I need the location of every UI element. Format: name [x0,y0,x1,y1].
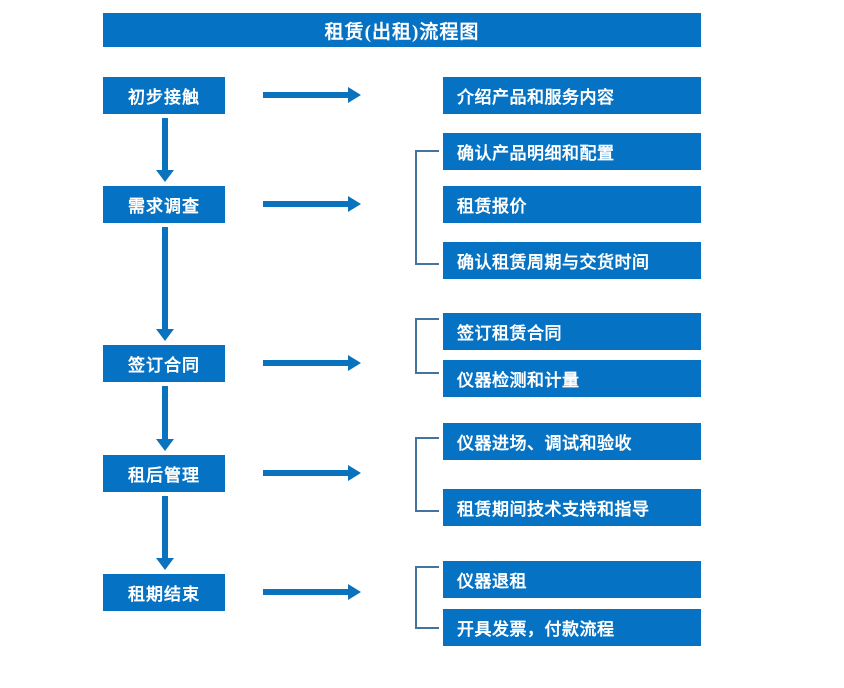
right-arrow-2 [263,195,361,213]
down-arrow-shaft [162,496,168,558]
detail-box-8[interactable]: 租赁期间技术支持和指导 [443,489,701,526]
right-arrow-shaft [263,589,349,595]
detail-box-10[interactable]: 开具发票，付款流程 [443,609,701,646]
right-arrow-3 [263,354,361,372]
group-bracket-requirements [415,150,439,265]
right-arrow-head-icon [348,355,361,371]
down-arrow-head-icon [156,439,174,451]
right-arrow-shaft [263,360,349,366]
group-bracket-management [415,437,439,512]
group-bracket-contract [415,318,439,374]
down-arrow-shaft [162,227,168,329]
right-arrow-head-icon [348,196,361,212]
right-arrow-1 [263,86,361,104]
detail-box-3[interactable]: 租赁报价 [443,186,701,223]
right-arrow-head-icon [348,87,361,103]
page-title: 租赁(出租)流程图 [103,13,701,47]
group-bracket-termination [415,566,439,629]
stage-box-2[interactable]: 需求调查 [103,186,225,223]
down-arrow-1 [156,118,174,182]
down-arrow-4 [156,496,174,570]
down-arrow-2 [156,227,174,341]
right-arrow-4 [263,464,361,482]
stage-box-1[interactable]: 初步接触 [103,77,225,114]
detail-box-6[interactable]: 仪器检测和计量 [443,360,701,397]
right-arrow-5 [263,583,361,601]
right-arrow-shaft [263,470,349,476]
detail-box-4[interactable]: 确认租赁周期与交货时间 [443,242,701,279]
detail-box-5[interactable]: 签订租赁合同 [443,313,701,350]
right-arrow-head-icon [348,584,361,600]
detail-box-7[interactable]: 仪器进场、调试和验收 [443,423,701,460]
right-arrow-shaft [263,92,349,98]
right-arrow-shaft [263,201,349,207]
down-arrow-head-icon [156,329,174,341]
detail-box-9[interactable]: 仪器退租 [443,561,701,598]
stage-box-5[interactable]: 租期结束 [103,574,225,611]
down-arrow-shaft [162,386,168,439]
stage-box-4[interactable]: 租后管理 [103,455,225,492]
right-arrow-head-icon [348,465,361,481]
down-arrow-head-icon [156,170,174,182]
detail-box-2[interactable]: 确认产品明细和配置 [443,133,701,170]
stage-box-3[interactable]: 签订合同 [103,345,225,382]
down-arrow-shaft [162,118,168,170]
down-arrow-3 [156,386,174,451]
detail-box-1[interactable]: 介绍产品和服务内容 [443,77,701,114]
down-arrow-head-icon [156,558,174,570]
